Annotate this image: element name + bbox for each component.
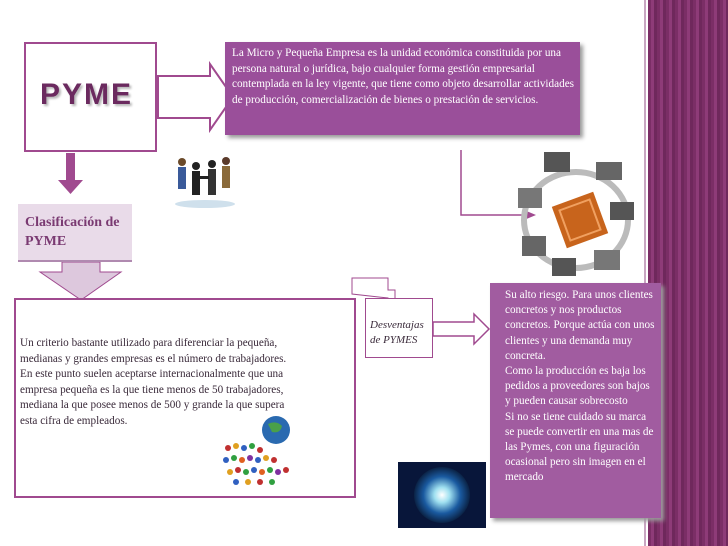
page-title: PYME <box>40 78 134 111</box>
disadvantage-item: Como la producción es baja los pedidos a… <box>505 365 650 408</box>
decorative-divider <box>644 0 646 546</box>
arrow-pyme-to-definition <box>157 60 235 134</box>
arrow-disadvantages-to-list <box>432 312 491 346</box>
disadvantages-list: Su alto riesgo. Para unos clientes concr… <box>505 288 655 486</box>
glowing-globe-image <box>398 462 486 528</box>
classification-box <box>18 204 132 262</box>
arrow-classification-to-criterion <box>38 261 123 301</box>
disadvantage-item: Si no se tiene cuidado su marca se puede… <box>505 410 654 484</box>
criterion-text: Un criterio bastante utilizado para dife… <box>20 337 287 427</box>
crowd-globe-image <box>223 416 290 485</box>
arrow-definition-to-image <box>460 150 526 216</box>
decorative-side-band <box>648 0 728 546</box>
business-people-icon <box>175 157 235 208</box>
disadvantages-label: Desventajas de PYMES <box>370 319 424 346</box>
criterion-box <box>14 298 356 498</box>
classification-label: Clasificación de PYME <box>25 215 120 249</box>
disadvantages-box <box>490 283 661 518</box>
disadvantages-label-box <box>365 298 433 358</box>
disadvantage-item: Su alto riesgo. Para unos clientes concr… <box>505 289 655 362</box>
definition-text: La Micro y Pequeña Empresa es la unidad … <box>232 47 575 106</box>
arrow-pyme-to-classification <box>58 153 83 194</box>
definition-box <box>225 42 580 135</box>
pyme-box <box>24 42 157 152</box>
business-network-image <box>518 152 634 276</box>
